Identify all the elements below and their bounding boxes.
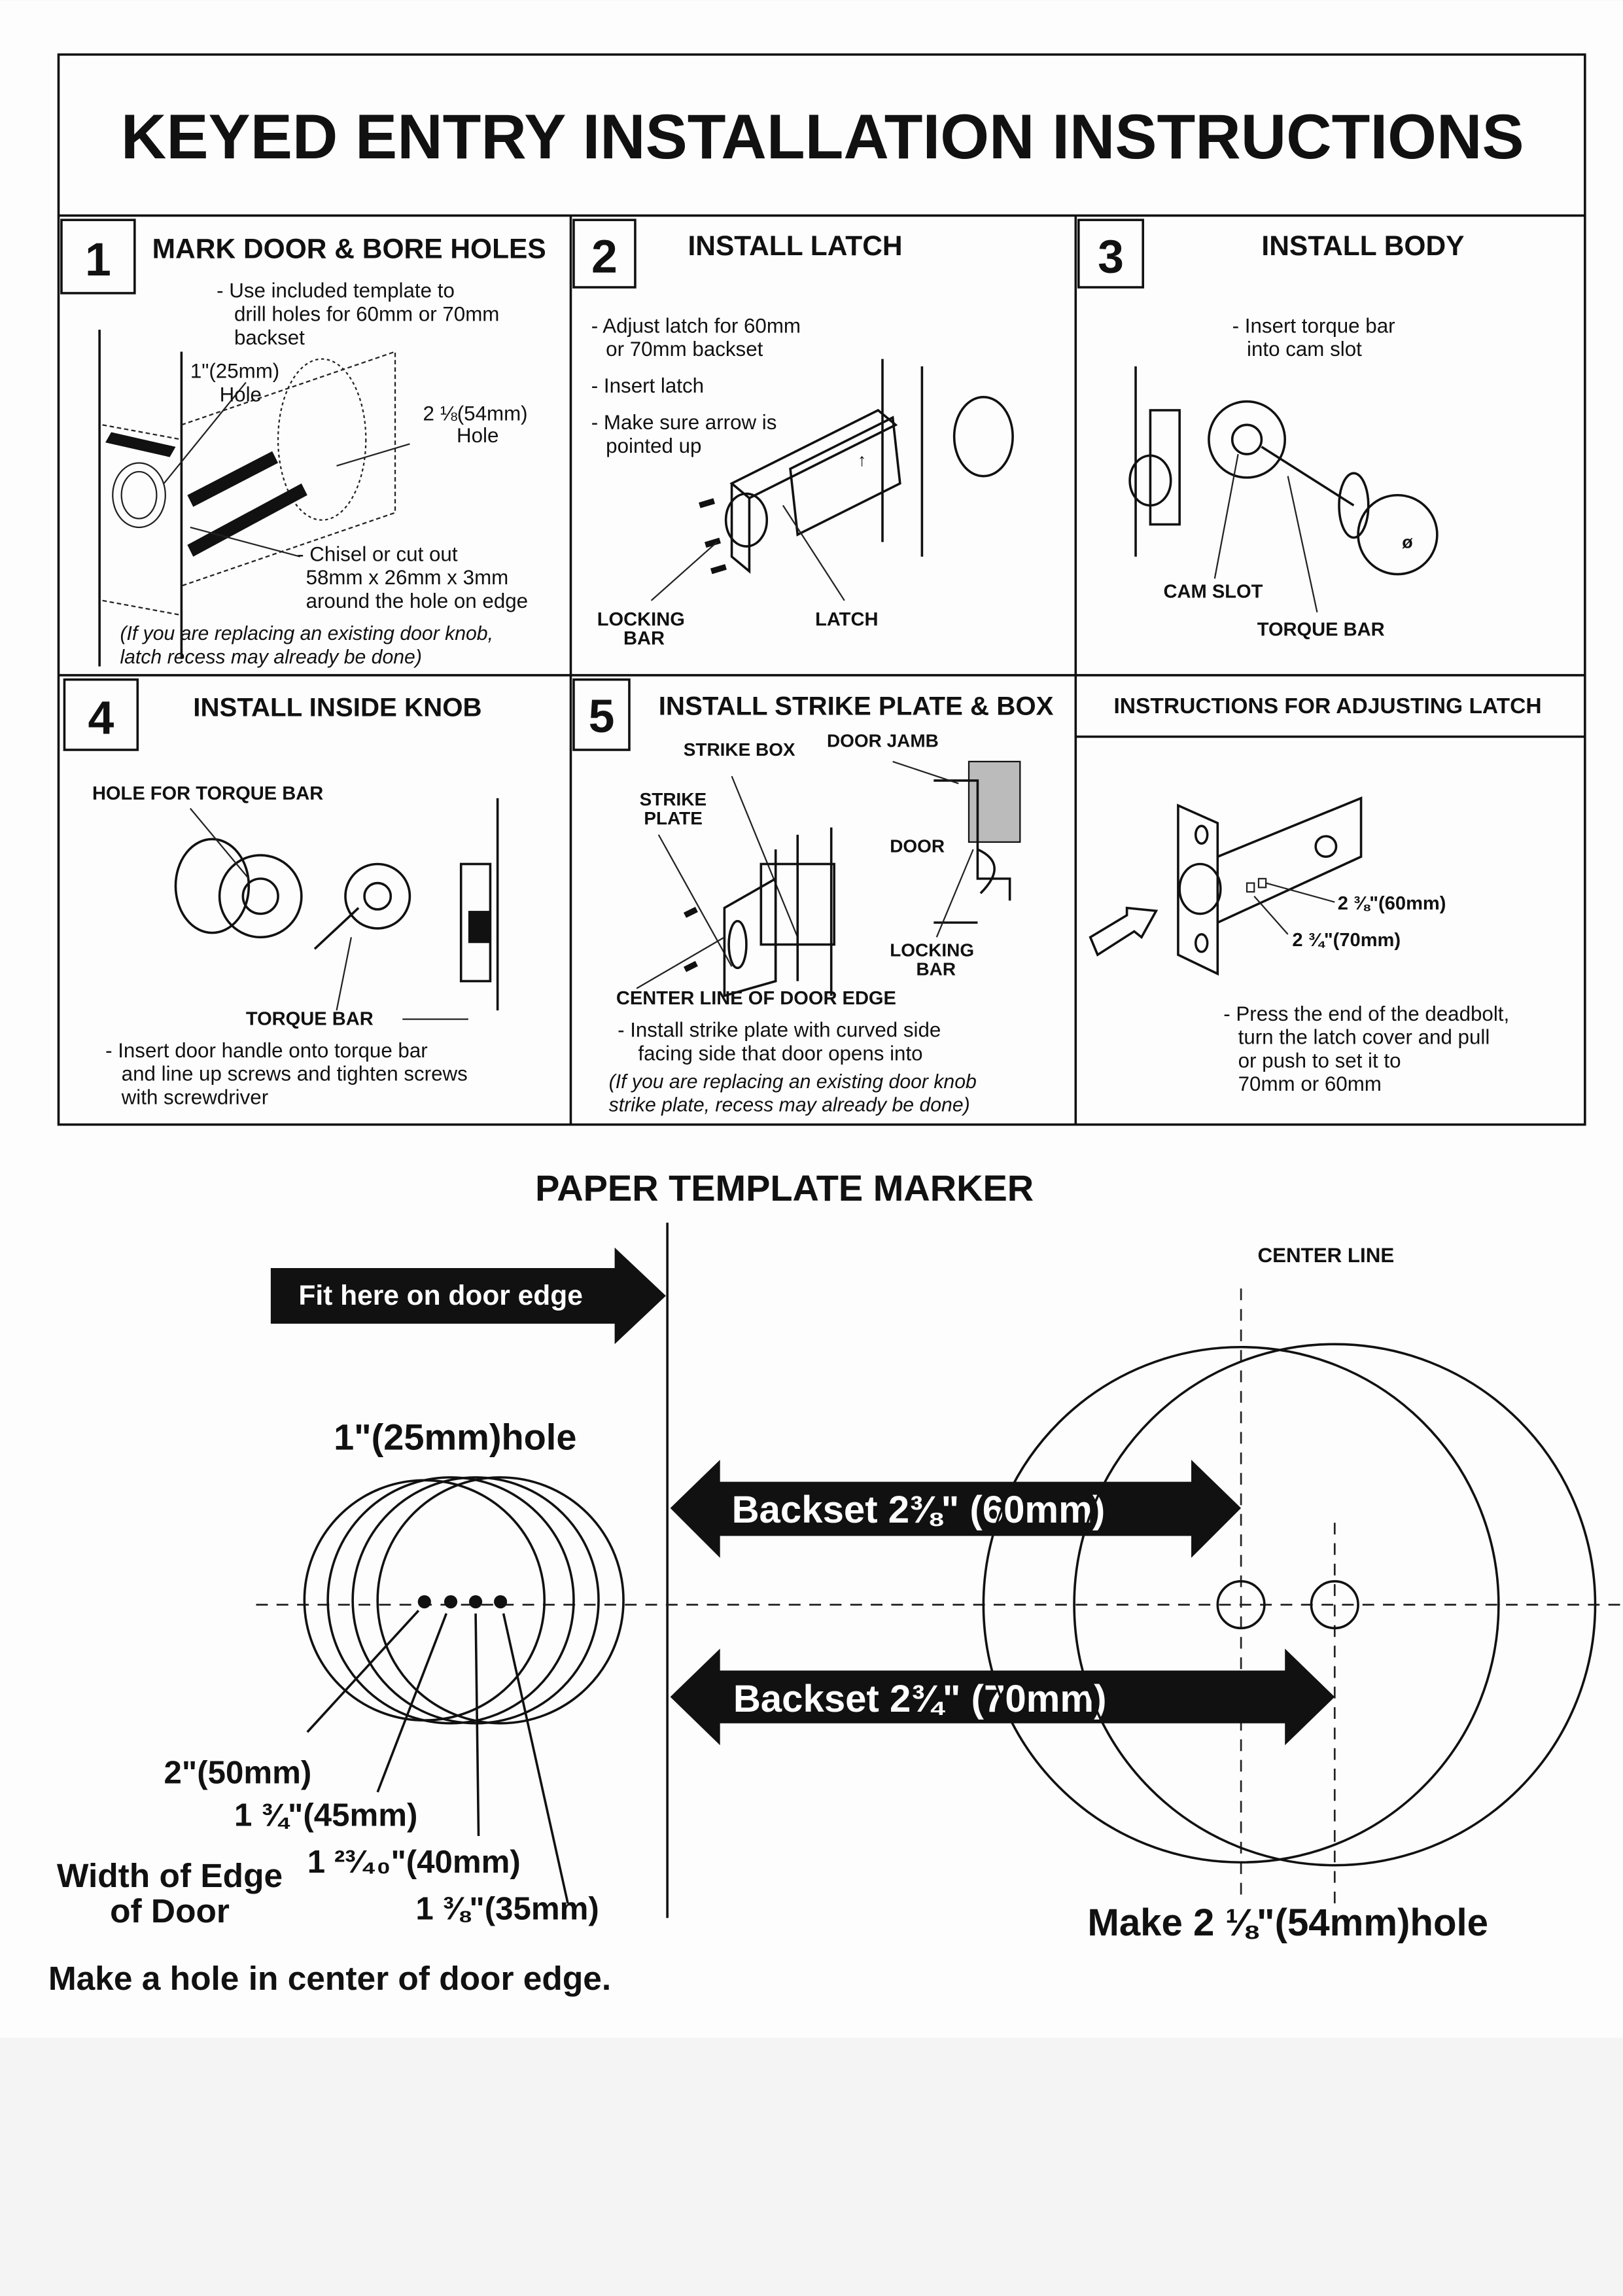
step-5: 5 INSTALL STRIKE PLATE & BOX STRIKE BOX … [572,678,1054,1116]
step-text: - Press the end of the deadbolt, [1223,1002,1509,1025]
label: PLATE [644,808,703,828]
step-text: - Make sure arrow is [591,411,777,434]
label: TORQUE BAR [1257,619,1385,640]
backset-60-arrow: Backset 2⅜" (60mm) [670,1460,1242,1558]
note: (If you are replacing an existing door k… [120,623,493,645]
step-1: 1 MARK DOOR & BORE HOLES - Use included … [60,219,546,668]
label: 2 ⅛(54mm) [423,402,528,425]
note: strike plate, recess may already be done… [609,1095,970,1116]
strike-plate-diagram [636,760,1021,998]
svg-text:ø: ø [1402,532,1413,552]
center-line-label: CENTER LINE [1257,1244,1394,1267]
latch-adjust-diagram [1089,796,1363,976]
body-diagram: ø [1128,366,1439,612]
fit-label: Fit here on door edge [298,1280,582,1311]
label: LOCKING [890,940,974,960]
step-text: - Use included template to [217,279,455,302]
step-heading: MARK DOOR & BORE HOLES [152,234,546,264]
svg-text:↑: ↑ [858,450,866,470]
step-text: - Install strike plate with curved side [618,1018,941,1041]
step-number: 3 [1098,231,1124,283]
paper-template: PAPER TEMPLATE MARKER CENTER LINE Fit he… [48,1167,1623,1997]
label: STRIKE [640,789,707,809]
step-2: 2 INSTALL LATCH - Adjust latch for 60mm … [572,219,1014,649]
latch-diagram: ↑ [650,359,1014,601]
label: CENTER LINE OF DOOR EDGE [616,988,896,1009]
label: Hole [220,383,262,406]
note: (If you are replacing an existing door k… [609,1071,977,1093]
width-of-edge-label: Width of Edge [57,1856,283,1894]
center-note: Make a hole in center of door edge. [48,1959,611,1997]
bore-hole-circles [982,1343,1597,1867]
width-35-label: 1 ⅜"(35mm) [415,1890,599,1926]
backset-70-arrow: Backset 2¾" (70mm) [670,1648,1335,1746]
width-40-label: 1 ²³⁄₄₀"(40mm) [307,1844,521,1880]
instructions-frame [57,53,1586,1126]
page-title: KEYED ENTRY INSTALLATION INSTRUCTIONS [121,102,1524,172]
step-3: 3 INSTALL BODY - Insert torque bar into … [1077,219,1465,640]
step-text: pointed up [606,434,701,457]
step-text: - Insert latch [591,374,704,397]
width-50-label: 2"(50mm) [164,1754,312,1790]
backset-60-label: Backset 2⅜" (60mm) [732,1489,1106,1531]
label: TORQUE BAR [246,1009,374,1030]
step-text: - Adjust latch for 60mm [591,314,801,337]
label: 2 ⅜"(60mm) [1338,893,1446,914]
step-text: facing side that door opens into [638,1042,922,1065]
step-text: - Insert torque bar [1232,314,1395,337]
step-text: or 70mm backset [606,338,763,361]
label: BAR [623,628,665,649]
hole-54-label: Make 2 ⅛"(54mm)hole [1087,1901,1488,1944]
step-heading: INSTALL INSIDE KNOB [193,693,481,722]
label: STRIKE BOX [684,739,795,760]
label: CAM SLOT [1164,581,1263,602]
step-text: around the hole on edge [306,590,529,612]
backset-70-label: Backset 2¾" (70mm) [733,1678,1107,1720]
step-number: 5 [589,690,615,743]
step-number: 1 [85,234,111,286]
step-number: 4 [88,692,114,744]
step-heading: INSTALL LATCH [688,231,902,262]
door-edge-arrow: Fit here on door edge [270,1247,666,1345]
step-heading: INSTALL BODY [1261,231,1464,262]
width-45-label: 1 ¾"(45mm) [234,1797,417,1833]
step-text: into cam slot [1247,338,1362,361]
step-4: 4 INSTALL INSIDE KNOB HOLE FOR TORQUE BA… [63,678,499,1108]
step-text: - Insert door handle onto torque bar [105,1039,428,1062]
step-text: or push to set it to [1238,1049,1401,1072]
label: LATCH [815,609,878,630]
step-text: - Chisel or cut out [297,542,458,565]
template-heading: PAPER TEMPLATE MARKER [535,1167,1034,1209]
inside-knob-diagram [174,798,499,1020]
label: HOLE FOR TORQUE BAR [92,783,323,804]
adjust-latch-panel: INSTRUCTIONS FOR ADJUSTING LATCH 2 ⅜"(60… [1089,694,1542,1095]
width-of-edge-label: of Door [110,1892,230,1930]
label: DOOR JAMB [827,731,939,751]
step-text: turn the latch cover and pull [1238,1026,1490,1049]
step-number: 2 [591,231,618,283]
edge-width-circles [303,1476,625,1904]
label: 1"(25mm) [190,360,279,383]
label: LOCKING [597,609,685,630]
door-bore-diagram [98,329,410,667]
step-text: drill holes for 60mm or 70mm [234,303,499,326]
label: BAR [916,959,956,980]
hole-25-label: 1"(25mm)hole [334,1416,576,1457]
panel-heading: INSTRUCTIONS FOR ADJUSTING LATCH [1113,694,1541,718]
label: DOOR [890,836,945,857]
step-text: backset [234,326,305,349]
note: latch recess may already be done) [120,646,421,668]
step-text: and line up screws and tighten screws [122,1063,468,1086]
step-text: with screwdriver [121,1086,268,1108]
label: Hole [457,424,498,447]
step-heading: INSTALL STRIKE PLATE & BOX [659,691,1054,720]
step-text: 70mm or 60mm [1238,1072,1382,1095]
label: 2 ¾"(70mm) [1292,930,1401,951]
step-text: 58mm x 26mm x 3mm [306,566,509,589]
